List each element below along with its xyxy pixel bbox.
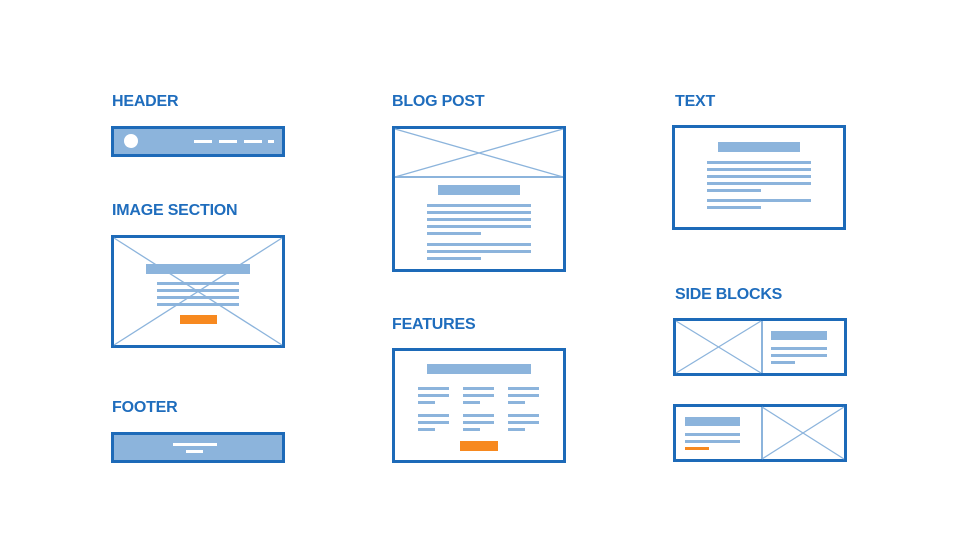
feature-text-line (508, 421, 539, 424)
blog-post-wireframe (392, 126, 566, 272)
footer-text-line (186, 450, 203, 453)
feature-text-line (418, 401, 435, 404)
nav-item (268, 140, 274, 143)
accent-line (685, 447, 709, 450)
feature-text-line (418, 394, 449, 397)
text-line (707, 206, 761, 209)
footer-wireframe (111, 432, 285, 463)
heading-bar (427, 364, 531, 374)
nav-item (244, 140, 262, 143)
feature-text-line (508, 428, 525, 431)
image-divider (395, 176, 563, 178)
feature-text-line (418, 421, 449, 424)
text-line (427, 211, 531, 214)
features-wireframe (392, 348, 566, 463)
feature-text-line (463, 387, 494, 390)
feature-text-line (463, 394, 494, 397)
heading-bar (718, 142, 800, 152)
block-divider (761, 321, 763, 373)
cta-button-placeholder (180, 315, 217, 324)
text-line (157, 296, 239, 299)
feature-text-line (463, 401, 480, 404)
image-section-wireframe (111, 235, 285, 348)
side-block-image-left-wireframe (673, 318, 847, 376)
logo-circle-icon (124, 134, 138, 148)
feature-text-line (418, 414, 449, 417)
image-placeholder-icon (394, 128, 564, 178)
side-blocks-block-title: SIDE BLOCKS (675, 286, 783, 303)
text-line (685, 433, 740, 436)
text-line (707, 161, 811, 164)
block-divider (761, 407, 763, 459)
text-line (427, 257, 481, 260)
text-line (427, 225, 531, 228)
image-section-block-title: IMAGE SECTION (112, 202, 238, 219)
text-line (427, 250, 531, 253)
feature-text-line (418, 387, 449, 390)
cta-button-placeholder (460, 441, 498, 451)
heading-bar (146, 264, 250, 274)
text-line (427, 232, 481, 235)
header-block-title: HEADER (112, 93, 179, 110)
text-line (427, 218, 531, 221)
text-line (157, 303, 239, 306)
feature-text-line (463, 421, 494, 424)
side-block-image-right-wireframe (673, 404, 847, 462)
text-line (771, 361, 795, 364)
text-line (707, 189, 761, 192)
text-wireframe (672, 125, 846, 230)
nav-item (219, 140, 237, 143)
text-line (427, 204, 531, 207)
footer-block-title: FOOTER (112, 399, 178, 416)
text-line (157, 282, 239, 285)
text-line (707, 182, 811, 185)
text-line (427, 243, 531, 246)
footer-text-line (173, 443, 217, 446)
feature-text-line (463, 428, 480, 431)
blog-post-block-title: BLOG POST (392, 93, 485, 110)
text-line (771, 347, 827, 350)
nav-item (194, 140, 212, 143)
header-wireframe (111, 126, 285, 157)
heading-bar (438, 185, 520, 195)
feature-text-line (508, 394, 539, 397)
feature-text-line (418, 428, 435, 431)
feature-text-line (508, 414, 539, 417)
text-line (707, 168, 811, 171)
image-placeholder-icon (675, 320, 762, 374)
heading-bar (771, 331, 827, 340)
heading-bar (685, 417, 740, 426)
text-line (685, 440, 740, 443)
feature-text-line (463, 414, 494, 417)
text-line (771, 354, 827, 357)
text-line (707, 199, 811, 202)
feature-text-line (508, 387, 539, 390)
text-line (157, 289, 239, 292)
image-placeholder-icon (761, 406, 845, 460)
features-block-title: FEATURES (392, 316, 476, 333)
feature-text-line (508, 401, 525, 404)
text-line (707, 175, 811, 178)
text-block-title: TEXT (675, 93, 716, 110)
